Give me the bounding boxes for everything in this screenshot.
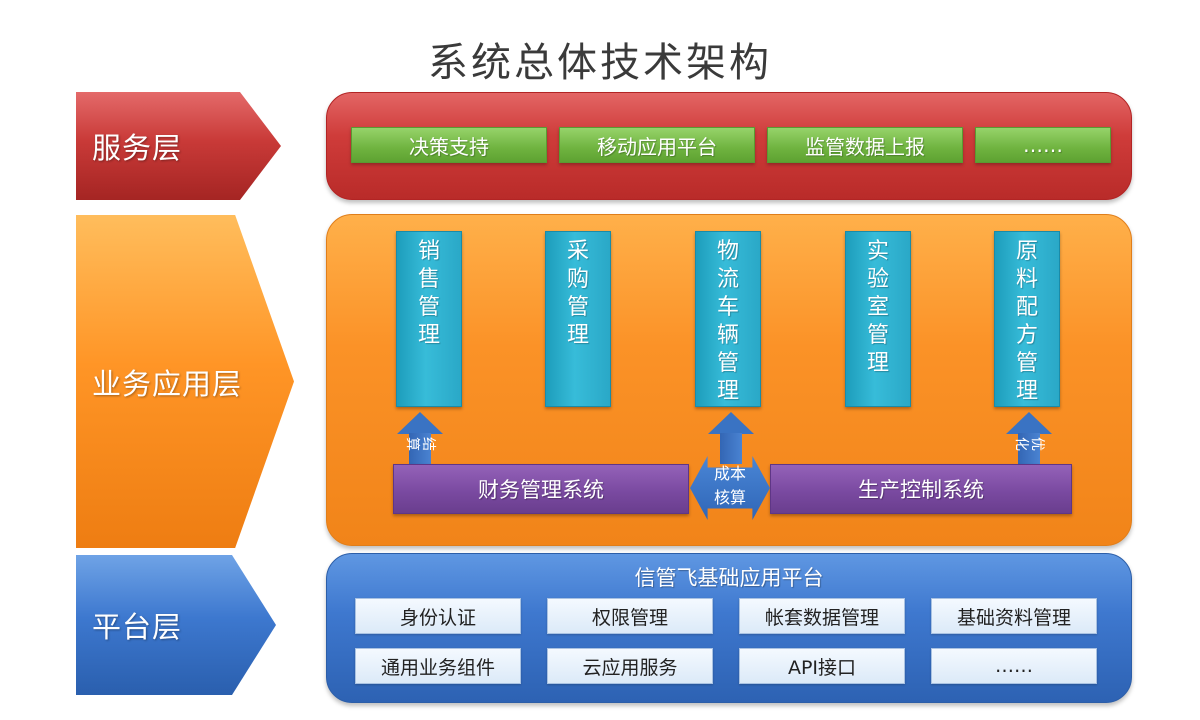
platform-item-auth: 身份认证 [355, 598, 521, 634]
service-item-mobile: 移动应用平台 [559, 127, 755, 163]
cost-up-arrow [708, 412, 754, 464]
platform-item-cloud: 云应用服务 [547, 648, 713, 684]
service-item-report: 监管数据上报 [767, 127, 963, 163]
arrow-head-icon [1006, 412, 1052, 434]
production-system: 生产控制系统 [770, 464, 1072, 514]
cost-label: 成本 [713, 464, 746, 483]
platform-layer-label: 平台层 [76, 555, 276, 695]
service-layer-label: 服务层 [76, 92, 281, 200]
module-logistics: 物流车辆管理 [695, 231, 761, 407]
module-purchase: 采购管理 [545, 231, 611, 407]
diagram-title: 系统总体技术架构 [428, 40, 772, 86]
service-item-more: …… [975, 127, 1111, 163]
module-sales: 销售管理 [396, 231, 462, 407]
platform-item-components: 通用业务组件 [355, 648, 521, 684]
business-layer-label: 业务应用层 [76, 215, 294, 548]
accounting-label: 核算 [713, 488, 746, 507]
platform-item-permission: 权限管理 [547, 598, 713, 634]
optimize-up-arrow: 优化 [1006, 412, 1052, 464]
settlement-label: 结算 [404, 437, 436, 451]
platform-item-api: API接口 [739, 648, 905, 684]
platform-item-account-data: 帐套数据管理 [739, 598, 905, 634]
platform-item-basic-data: 基础资料管理 [931, 598, 1097, 634]
service-item-decision: 决策支持 [351, 127, 547, 163]
platform-title: 信管飞基础应用平台 [634, 566, 824, 590]
arrow-head-icon [708, 412, 754, 434]
module-formula: 原料配方管理 [994, 231, 1060, 407]
module-lab: 实验室管理 [845, 231, 911, 407]
cost-accounting-double-arrow: 成本 核算 [690, 456, 770, 520]
optimize-label: 优化 [1013, 437, 1045, 451]
arrow-head-icon [397, 412, 443, 434]
platform-item-more: …… [931, 648, 1097, 684]
finance-system: 财务管理系统 [393, 464, 689, 514]
settlement-up-arrow: 结算 [397, 412, 443, 464]
